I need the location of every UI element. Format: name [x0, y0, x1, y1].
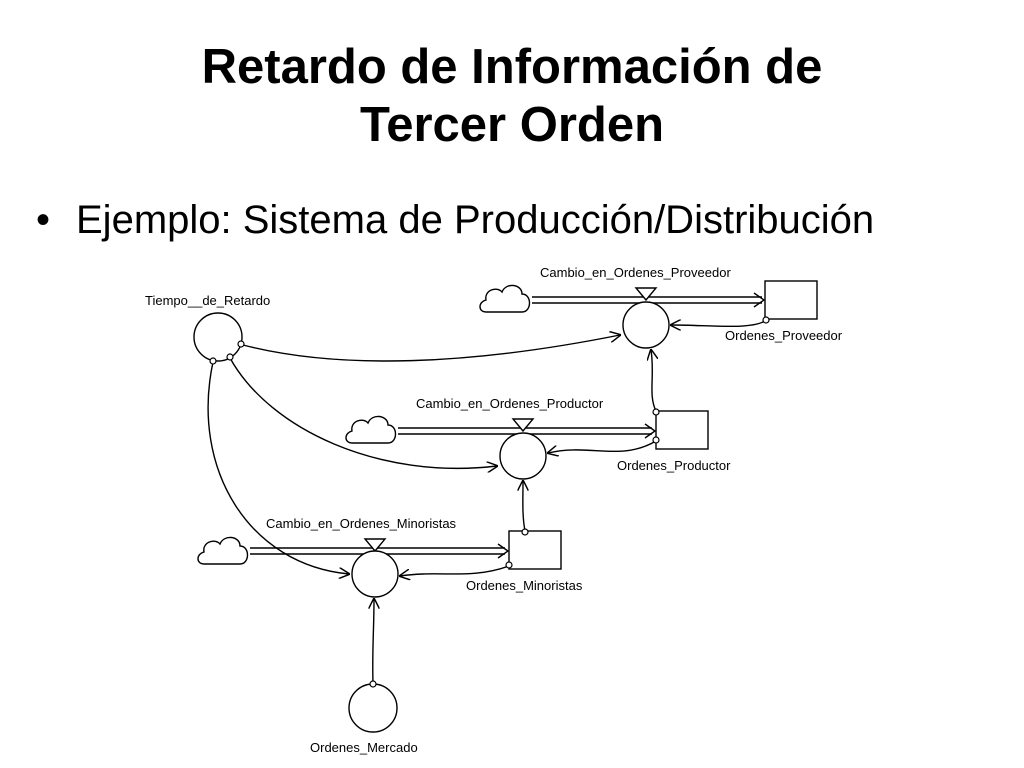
slide-title-line-1: Retardo de Información de	[201, 40, 823, 94]
flow-valve-icon	[363, 538, 387, 553]
label-cambio-productor: Cambio_en_Ordenes_Productor	[416, 396, 604, 411]
label-tiempo-de-retardo: Tiempo__de_Retardo	[145, 293, 270, 308]
link-origin-dot	[209, 357, 217, 365]
link-tiempo-to-minoristas	[207, 361, 349, 574]
link-stock-proveedor-to-rate	[671, 321, 766, 326]
link-stock-minoristas-to-productor	[523, 481, 525, 532]
auxiliary-tiempo-de-retardo	[193, 312, 243, 362]
stock-ordenes-minoristas	[508, 530, 562, 570]
label-ordenes-minoristas: Ordenes_Minoristas	[466, 578, 583, 593]
cloud-source-icon	[197, 536, 249, 565]
link-mercado-to-minoristas	[373, 599, 374, 685]
link-stock-minoristas-to-rate	[400, 565, 510, 576]
stock-ordenes-productor	[655, 410, 709, 450]
link-origin-dot	[762, 316, 770, 324]
link-stock-productor-to-proveedor	[651, 350, 656, 412]
slide-title: Retardo de Información de Tercer Orden	[0, 38, 1024, 154]
link-origin-dot	[652, 408, 660, 416]
label-cambio-proveedor: Cambio_en_Ordenes_Proveedor	[540, 265, 731, 280]
cloud-source-icon	[479, 284, 531, 313]
slide-title-line-2: Tercer Orden	[359, 98, 665, 152]
rate-circle-proveedor	[622, 301, 670, 349]
flow-valve-icon	[634, 287, 658, 302]
label-ordenes-productor: Ordenes_Productor	[617, 458, 731, 473]
auxiliary-ordenes-mercado	[348, 683, 398, 733]
link-stock-productor-to-rate	[548, 440, 657, 453]
link-origin-dot	[521, 528, 529, 536]
rate-circle-productor	[499, 432, 547, 480]
label-cambio-minoristas: Cambio_en_Ordenes_Minoristas	[266, 516, 457, 531]
flow-valve-icon	[511, 418, 535, 433]
label-ordenes-mercado: Ordenes_Mercado	[310, 740, 418, 755]
label-ordenes-proveedor: Ordenes_Proveedor	[725, 328, 843, 343]
bullet-text: Ejemplo: Sistema de Producción/Distribuc…	[76, 198, 875, 242]
link-tiempo-to-productor	[229, 357, 497, 468]
link-origin-dot	[226, 353, 234, 361]
bullet-item: • Ejemplo: Sistema de Producción/Distribu…	[36, 196, 874, 244]
link-origin-dot	[505, 561, 513, 569]
link-tiempo-to-proveedor	[242, 335, 620, 362]
cloud-source-icon	[345, 415, 397, 444]
link-origin-dot	[652, 436, 660, 444]
bullet-dot: •	[36, 198, 51, 242]
rate-circle-minoristas	[351, 550, 399, 598]
link-origin-dot	[237, 340, 245, 348]
link-origin-dot	[369, 680, 377, 688]
stock-ordenes-proveedor	[764, 280, 818, 320]
